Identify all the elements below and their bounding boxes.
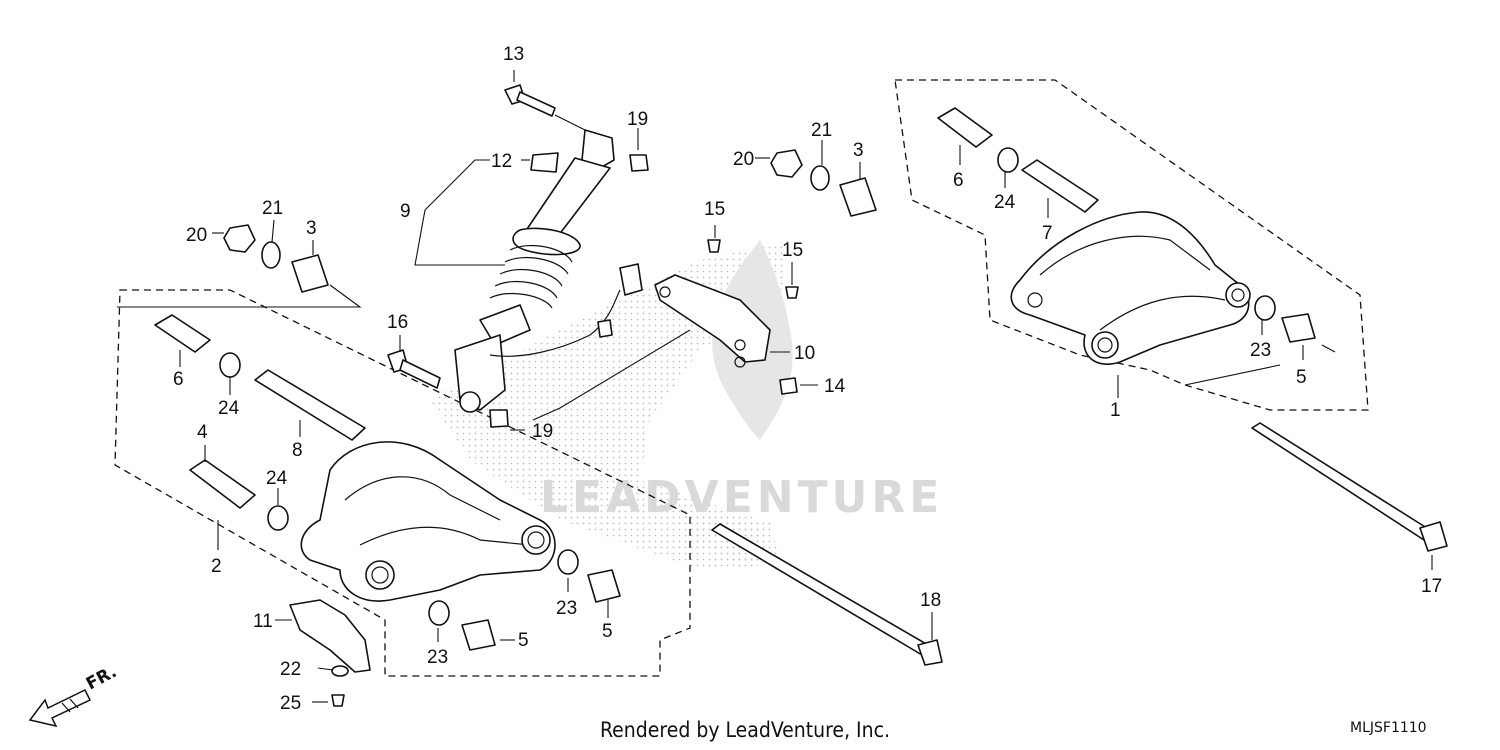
seal-23 — [557, 549, 579, 575]
collar-5 — [461, 619, 496, 651]
seal-24 — [997, 147, 1019, 173]
callout-7: 7 — [1042, 223, 1053, 244]
seal-24 — [267, 505, 289, 531]
callout-24: 24 — [994, 192, 1016, 213]
callout-5: 5 — [602, 621, 613, 642]
link-arm-left — [300, 441, 556, 602]
callout-17: 17 — [1421, 576, 1442, 597]
bearing-6 — [154, 314, 211, 353]
callout-18: 18 — [920, 590, 941, 611]
callout-13: 13 — [503, 44, 524, 65]
direction-label: FR. — [83, 662, 120, 694]
callout-20: 20 — [733, 149, 754, 170]
callout-20: 20 — [186, 225, 207, 246]
label-sticker — [530, 152, 559, 173]
nut-19-top — [629, 154, 649, 172]
nut-20 — [770, 149, 803, 178]
callout-15: 15 — [704, 199, 725, 220]
screw-15 — [707, 239, 721, 253]
washer-21 — [261, 241, 281, 269]
front-direction-arrow: FR. — [28, 662, 120, 728]
callout-19: 19 — [532, 421, 553, 442]
collar-3 — [291, 254, 329, 293]
callout-24: 24 — [266, 468, 288, 489]
nut-20 — [223, 224, 256, 253]
callout-14: 14 — [824, 376, 846, 397]
callout-8: 8 — [292, 440, 303, 461]
watermark-text: LEADVENTURE — [540, 472, 943, 523]
washer-21 — [810, 165, 830, 191]
callout-9: 9 — [400, 201, 411, 222]
callout-2: 2 — [211, 556, 222, 577]
diagram-code: MLJSF1110 — [1350, 720, 1427, 736]
collar-5 — [1281, 313, 1316, 343]
group-box-right — [894, 79, 1369, 411]
callout-21: 21 — [262, 198, 283, 219]
callout-6: 6 — [173, 369, 184, 390]
screw-25 — [331, 694, 345, 707]
leader-lines — [117, 70, 1433, 703]
cover-11 — [289, 599, 371, 673]
callout-11: 11 — [253, 611, 273, 632]
callout-21: 21 — [811, 120, 832, 141]
leader — [554, 114, 586, 131]
callout-6: 6 — [953, 170, 964, 191]
collar-5 — [587, 569, 621, 603]
seal-23 — [428, 600, 450, 626]
callout-1: 1 — [1110, 400, 1121, 421]
callout-5: 5 — [518, 630, 529, 651]
callout-22: 22 — [280, 659, 301, 680]
washer-22 — [331, 665, 349, 677]
shock-absorber — [454, 129, 643, 413]
callout-24: 24 — [218, 398, 240, 419]
screw-15 — [785, 286, 799, 299]
callout-10: 10 — [794, 343, 815, 364]
callout-23: 23 — [556, 598, 577, 619]
collar-3 — [839, 177, 877, 217]
bolt-18 — [711, 523, 943, 666]
callout-19: 19 — [627, 109, 648, 130]
bolt-16 — [387, 349, 441, 389]
link-arm-right — [1010, 211, 1251, 365]
callout-numbers: 1 2 3 3 4 5 5 5 6 6 7 8 9 10 11 12 13 14… — [173, 44, 1442, 714]
callout-23: 23 — [1250, 340, 1271, 361]
nut-19-lower — [489, 409, 509, 428]
footer-credit: Rendered by LeadVenture, Inc. — [600, 718, 890, 742]
bearing-6 — [937, 107, 993, 148]
callout-12: 12 — [491, 151, 512, 172]
callout-15: 15 — [782, 240, 803, 261]
bracket — [654, 274, 771, 368]
callout-4: 4 — [197, 422, 208, 443]
bolt-17 — [1251, 422, 1448, 552]
callout-3: 3 — [853, 140, 864, 161]
bolt-13 — [504, 84, 556, 117]
callout-25: 25 — [280, 693, 301, 714]
seal-23 — [1254, 295, 1276, 321]
bearing-4 — [189, 459, 256, 509]
nut-14 — [779, 377, 798, 395]
pipe-7 — [1021, 159, 1099, 213]
seal-24 — [219, 352, 241, 378]
pipe-8 — [254, 369, 366, 441]
callout-23: 23 — [427, 647, 448, 668]
callout-5: 5 — [1296, 367, 1307, 388]
callout-3: 3 — [306, 218, 317, 239]
callout-16: 16 — [387, 312, 408, 333]
